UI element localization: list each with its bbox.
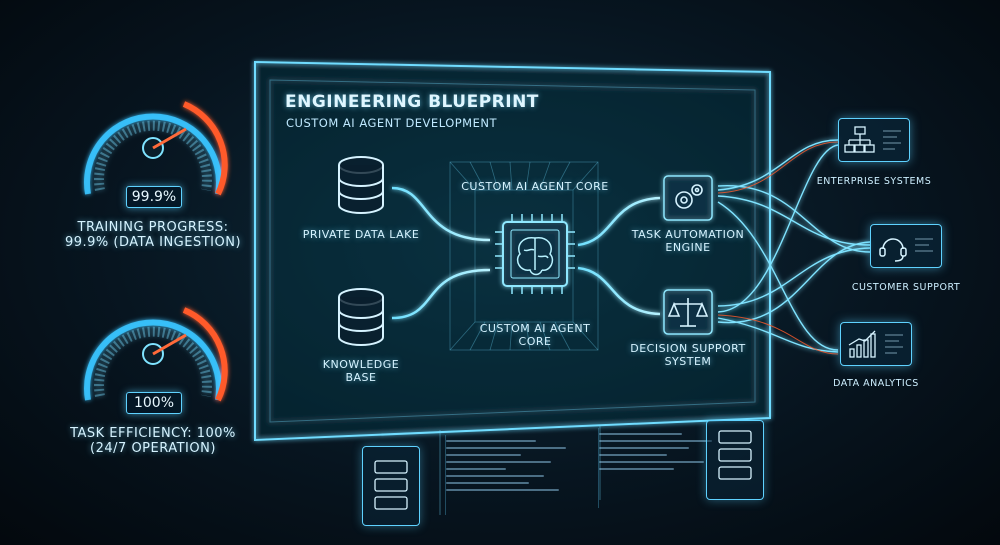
org-chart-icon (844, 126, 901, 153)
gauge-caption: TRAINING PROGRESS: 99.9% (DATA INGESTION… (53, 220, 253, 250)
source-label-line2: BASE (345, 371, 377, 384)
output-card-customer-support (870, 224, 942, 268)
server-icon (374, 460, 408, 510)
core-bottom-label: CUSTOM AI AGENT CORE (460, 322, 610, 348)
scales-icon (667, 298, 709, 327)
server-rack-panel (362, 446, 420, 526)
gauge-caption-line2: (24/7 OPERATION) (90, 441, 216, 456)
gauge-caption: TASK EFFICIENCY: 100% (24/7 OPERATION) (53, 426, 253, 456)
core-bottom-label-line2: CORE (518, 335, 552, 348)
core-bottom-label-line1: CUSTOM AI AGENT (479, 322, 591, 335)
gauge-dial (84, 307, 228, 402)
source-label-line1: PRIVATE DATA LAKE (302, 228, 420, 241)
blueprint-title: ENGINEERING BLUEPRINT (285, 92, 539, 112)
database-icon (338, 156, 384, 214)
engine-label-line2: SYSTEM (664, 355, 712, 368)
headset-icon (879, 238, 933, 262)
output-flows (717, 139, 871, 353)
engine-label-task-automation: TASK AUTOMATION ENGINE (626, 228, 750, 254)
engine-label-line1: DECISION SUPPORT (630, 342, 746, 355)
gauge-value-display: 99.9% (126, 186, 182, 208)
code-panel (598, 428, 749, 508)
server-rack-panel (706, 420, 764, 500)
gauge-caption-line1: TASK EFFICIENCY: 100% (70, 426, 236, 441)
gauge-caption-line1: TRAINING PROGRESS: (77, 220, 229, 235)
gears-icon (675, 184, 703, 209)
source-flows (391, 186, 491, 320)
blueprint-subtitle: CUSTOM AI AGENT DEVELOPMENT (286, 116, 497, 130)
gauge-training: 99.9% TRAINING PROGRESS: 99.9% (DATA ING… (58, 74, 248, 259)
gauge-caption-line2: 99.9% (DATA INGESTION) (64, 235, 242, 250)
gauge-efficiency: 100% TASK EFFICIENCY: 100% (24/7 OPERATI… (58, 280, 248, 465)
output-label: CUSTOMER SUPPORT (851, 282, 961, 293)
code-panel (445, 435, 596, 515)
gauge-value-display: 100% (126, 392, 182, 414)
output-label: ENTERPRISE SYSTEMS (816, 176, 932, 187)
output-card-data-analytics (840, 322, 912, 366)
engine-label-decision-support: DECISION SUPPORT SYSTEM (626, 342, 750, 368)
database-icon (338, 288, 384, 346)
core-flows (577, 196, 661, 316)
output-label: DATA ANALYTICS (833, 378, 919, 389)
source-label-line1: KNOWLEDGE (322, 358, 400, 371)
engine-label-line1: TASK AUTOMATION (631, 228, 745, 241)
server-icon (718, 430, 752, 480)
engine-label-line2: ENGINE (665, 241, 711, 254)
source-label-knowledge-base: KNOWLEDGE BASE (296, 358, 426, 384)
core-top-label: CUSTOM AI AGENT CORE (461, 180, 609, 193)
bar-chart-icon (848, 330, 903, 358)
brain-icon (516, 237, 554, 276)
gauge-dial (84, 101, 228, 196)
output-card-enterprise-systems (838, 118, 910, 162)
source-label-data-lake: PRIVATE DATA LAKE (296, 228, 426, 241)
